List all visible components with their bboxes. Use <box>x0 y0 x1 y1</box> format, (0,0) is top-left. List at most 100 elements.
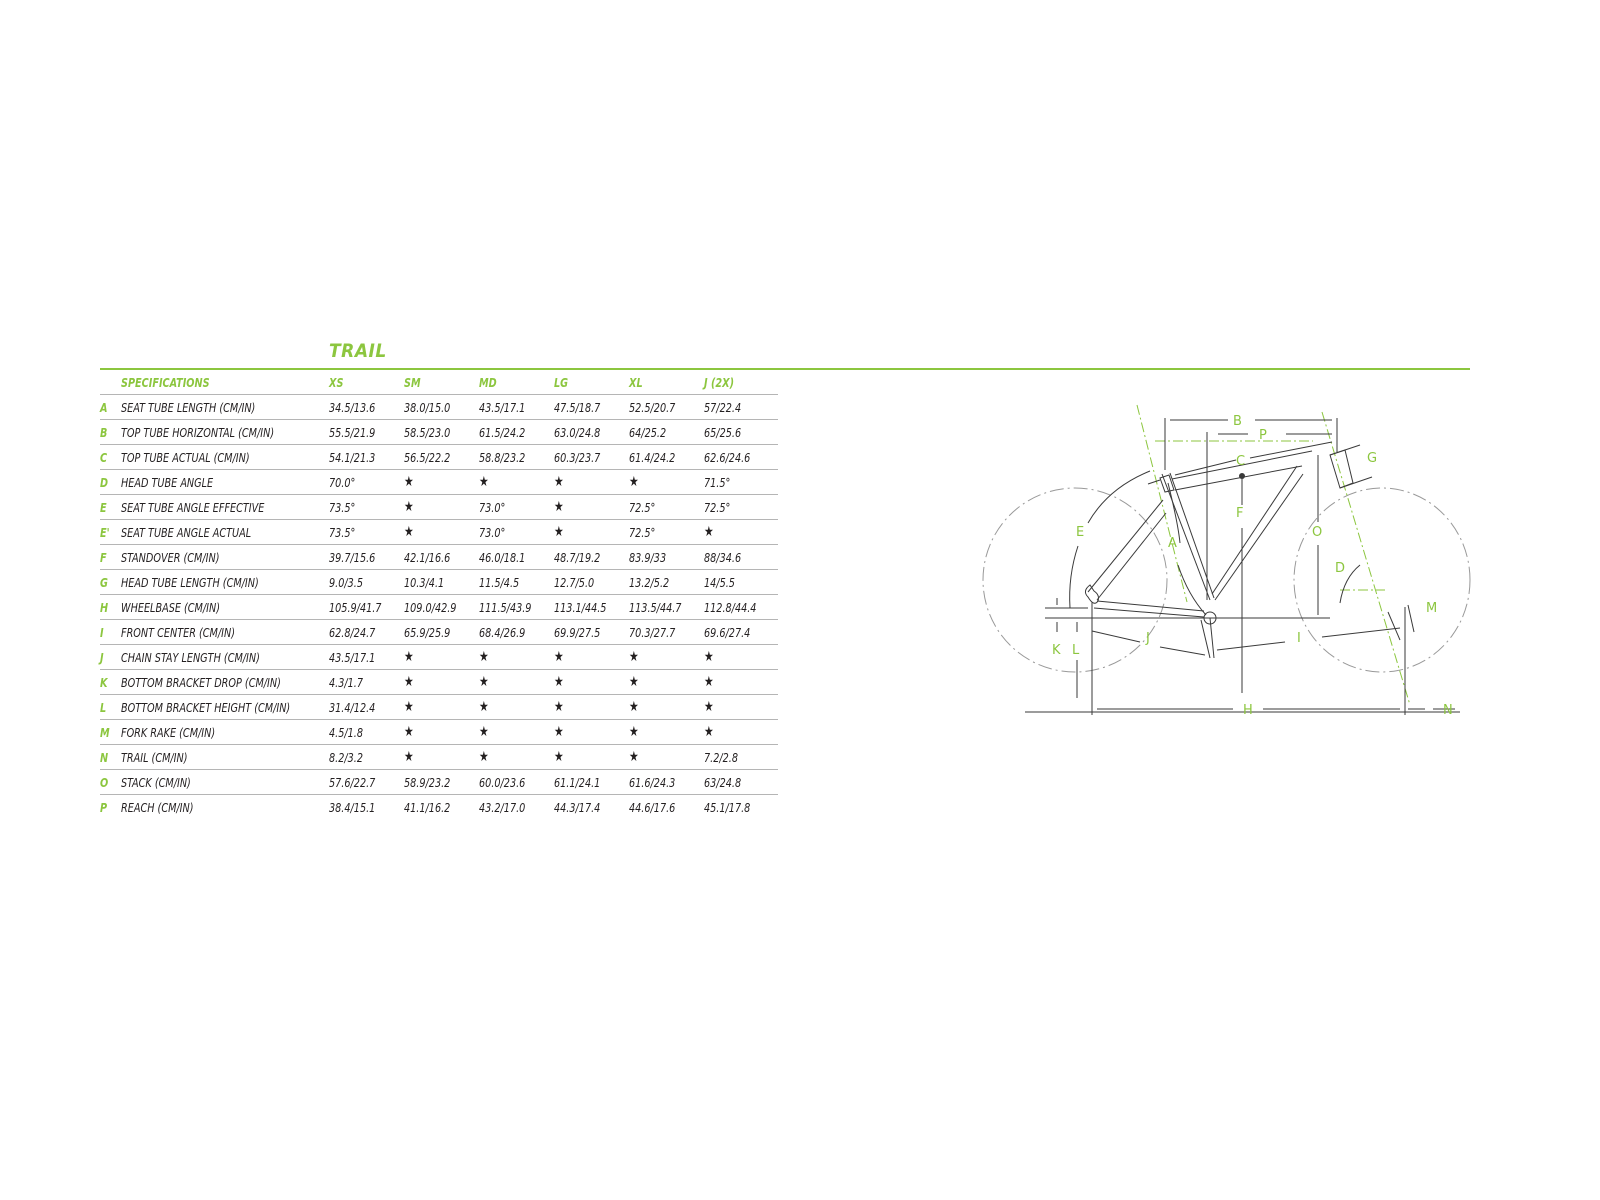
row-value-cell: 12.7/5.0 <box>554 569 629 595</box>
row-value-cell: ★ <box>629 644 704 670</box>
standover-point-icon <box>1239 473 1245 479</box>
row-value-cell: 113.5/44.7 <box>629 594 704 620</box>
row-spec-name: REACH (CM/IN) <box>121 799 194 815</box>
row-value-cell: 43.5/17.1 <box>479 394 554 420</box>
row-letter: J <box>100 644 121 670</box>
row-value-cell: 44.3/17.4 <box>554 799 601 815</box>
row-value-cell: 69.9/27.5 <box>554 619 629 645</box>
row-letter: L <box>100 694 121 720</box>
row-value-cell: 60.3/23.7 <box>554 444 629 470</box>
label-n: N <box>1443 703 1453 715</box>
label-d: D <box>1335 561 1345 576</box>
row-spec-name: TRAIL (CM/IN) <box>121 744 329 770</box>
front-wheel-icon <box>1293 487 1471 673</box>
row-letter: C <box>100 444 121 470</box>
label-i: I <box>1297 631 1301 646</box>
row-value-cell: ★ <box>554 644 629 670</box>
bike-geometry-diagram: B P C G E A F O D M J I K L H N <box>982 404 1471 715</box>
row-value-cell: 55.5/21.9 <box>329 419 404 445</box>
row-value-cell: ★ <box>704 719 778 745</box>
row-value-cell: 52.5/20.7 <box>629 394 704 420</box>
row-value-cell: 13.2/5.2 <box>629 569 704 595</box>
row-value-cell: ★ <box>704 669 778 695</box>
label-p: P <box>1259 428 1267 443</box>
label-m: M <box>1426 601 1437 616</box>
row-value-cell: 58.5/23.0 <box>404 419 479 445</box>
row-spec-name: HEAD TUBE ANGLE <box>121 469 329 495</box>
green-reference-lines <box>1136 404 1411 706</box>
row-value-cell: 60.0/23.6 <box>479 769 554 795</box>
row-value-cell: 105.9/41.7 <box>329 594 404 620</box>
header-size-j2x: J (2X) <box>704 370 778 395</box>
header-size-lg: LG <box>554 370 629 395</box>
row-spec-name: BOTTOM BRACKET DROP (CM/IN) <box>121 669 329 695</box>
header-size-sm: SM <box>404 370 479 395</box>
row-value-cell: 43.2/17.0 <box>479 799 526 815</box>
row-letter: B <box>100 419 121 445</box>
row-value-cell: 8.2/3.2 <box>329 744 404 770</box>
label-b: B <box>1233 414 1242 429</box>
row-letter: F <box>100 544 121 570</box>
row-value-cell: 58.9/23.2 <box>404 769 479 795</box>
row-value-cell: 83.9/33 <box>629 544 704 570</box>
row-letter: K <box>100 669 121 695</box>
table-header-row: SPECIFICATIONS XS SM MD LG XL J (2X) <box>100 370 778 395</box>
row-letter: E' <box>100 519 121 545</box>
row-value-cell: 31.4/12.4 <box>329 694 404 720</box>
row-spec-name: CHAIN STAY LENGTH (CM/IN) <box>121 644 329 670</box>
frame-tubes <box>1025 418 1460 715</box>
label-c: C <box>1236 454 1245 469</box>
row-value-cell: 61.6/24.3 <box>629 769 704 795</box>
row-value-cell: 57.6/22.7 <box>329 769 404 795</box>
row-value-cell: 58.8/23.2 <box>479 444 554 470</box>
label-k: K <box>1052 643 1061 658</box>
row-spec-name: TOP TUBE HORIZONTAL (CM/IN) <box>121 419 329 445</box>
wheel-outlines <box>982 487 1471 673</box>
table-row: P REACH (CM/IN) 38.4/15.1 41.1/16.2 43.2/17.… <box>100 795 778 820</box>
row-spec-name: WHEELBASE (CM/IN) <box>121 594 329 620</box>
row-value-cell: 48.7/19.2 <box>554 544 629 570</box>
row-value-cell: 4.3/1.7 <box>329 669 404 695</box>
row-value-cell: 45.1/17.8 <box>704 799 751 815</box>
row-value-cell: 63/24.8 <box>704 769 778 795</box>
model-title: TRAIL <box>329 340 387 362</box>
row-value-cell: 54.1/21.3 <box>329 444 404 470</box>
row-value-cell: 11.5/4.5 <box>479 569 554 595</box>
row-value-cell: ★ <box>554 519 629 545</box>
row-value-cell: ★ <box>704 694 778 720</box>
row-value-cell: ★ <box>554 469 629 495</box>
row-letter: P <box>100 799 108 815</box>
row-value-cell: 14/5.5 <box>704 569 778 595</box>
row-value-cell: ★ <box>479 469 554 495</box>
row-value-cell: 7.2/2.8 <box>704 744 778 770</box>
row-value-cell: 109.0/42.9 <box>404 594 479 620</box>
header-size-xs: XS <box>329 370 404 395</box>
row-value-cell: 41.1/16.2 <box>404 799 451 815</box>
row-value-cell: 112.8/44.4 <box>704 594 778 620</box>
row-value-cell: 73.5° <box>329 494 404 520</box>
label-h: H <box>1243 703 1253 715</box>
row-value-cell: ★ <box>554 494 629 520</box>
row-value-cell: ★ <box>629 469 704 495</box>
row-letter: E <box>100 494 121 520</box>
row-value-cell: 69.6/27.4 <box>704 619 778 645</box>
label-j: J <box>1145 631 1150 646</box>
row-letter: O <box>100 769 121 795</box>
row-value-cell: ★ <box>629 694 704 720</box>
row-value-cell: ★ <box>479 694 554 720</box>
row-letter: H <box>100 594 121 620</box>
row-value-cell: 38.4/15.1 <box>329 799 376 815</box>
row-value-cell: ★ <box>554 719 629 745</box>
row-value-cell: 72.5° <box>629 519 704 545</box>
